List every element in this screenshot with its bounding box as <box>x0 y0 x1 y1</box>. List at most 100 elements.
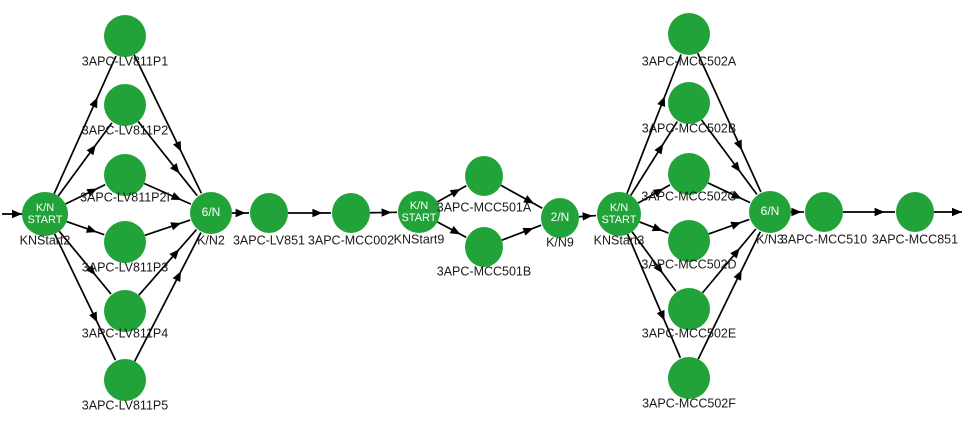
edge-line <box>637 184 671 204</box>
node-caption-mcc502a: 3APC-MCC502A <box>642 54 737 68</box>
edge-line <box>133 54 203 194</box>
node-shape-lv811p4[interactable] <box>104 290 146 332</box>
edge-mcc002-to-knstart9 <box>369 208 398 217</box>
node-lv851[interactable]: 3APC-LV851 <box>233 193 305 247</box>
edge-mcc501b-to-kn9 <box>501 224 542 241</box>
edge-line <box>53 55 117 195</box>
node-mcc510[interactable]: 3APC-MCC510 <box>781 192 867 246</box>
node-shape-lv811p1[interactable] <box>104 15 146 57</box>
edge-arrowhead <box>89 311 98 323</box>
edge-kn9-to-knstart3 <box>578 212 597 221</box>
node-shape-kn3[interactable] <box>749 191 791 233</box>
node-shape-mcc502f[interactable] <box>668 357 710 399</box>
edge-line <box>630 121 678 196</box>
node-mcc851[interactable]: 3APC-MCC851 <box>872 192 958 246</box>
node-shape-lv811p2[interactable] <box>104 84 146 126</box>
node-lv811p2[interactable]: 3APC-LV811P2 <box>82 84 168 137</box>
node-shape-mcc502a[interactable] <box>668 13 710 55</box>
node-caption-mcc502e: 3APC-MCC502E <box>642 326 736 340</box>
edge-arrowhead <box>85 264 96 276</box>
node-shape-kn9[interactable] <box>541 198 579 238</box>
node-shape-mcc002[interactable] <box>332 193 370 233</box>
node-shape-mcc851[interactable] <box>896 192 934 232</box>
edge-arrowhead <box>733 269 742 281</box>
node-shape-lv811p3[interactable] <box>104 221 146 263</box>
node-caption-knstart2: KNStart2 <box>20 233 71 247</box>
edge-line <box>701 228 757 294</box>
node-shape-mcc502b[interactable] <box>668 82 710 124</box>
edge-arrowhead <box>381 208 392 217</box>
node-shape-lv811p5[interactable] <box>104 359 146 401</box>
node-shape-lv811p2i[interactable] <box>104 154 146 196</box>
node-caption-kn3: K/N3 <box>756 232 784 246</box>
node-lv811p1[interactable]: 3APC-LV811P1 <box>82 15 168 68</box>
node-kn9[interactable]: 2/NK/N9 <box>541 198 579 249</box>
edge-arrowhead <box>654 143 664 155</box>
edge-knstart3-to-mcc502f <box>626 233 682 359</box>
node-mcc002[interactable]: 3APC-MCC002 <box>308 193 394 247</box>
edge-lv811p1-to-kn2 <box>133 54 203 194</box>
node-caption-lv851: 3APC-LV851 <box>233 233 305 247</box>
node-mcc502d[interactable]: 3APC-MCC502D <box>641 220 737 271</box>
node-shape-kn2[interactable] <box>190 192 232 234</box>
edge-arrowhead <box>170 163 180 174</box>
edge-line <box>144 219 191 237</box>
edge-arrowhead <box>172 271 182 283</box>
edge-arrowhead <box>874 207 885 217</box>
edge-arrowhead <box>449 225 461 235</box>
node-shape-mcc502e[interactable] <box>668 288 710 330</box>
node-shape-knstart2[interactable] <box>22 192 68 236</box>
edge-line <box>53 233 117 361</box>
node-mcc502b[interactable]: 3APC-MCC502B <box>642 82 736 135</box>
edge-knstart2-to-lv811p1 <box>53 55 117 195</box>
node-shape-knstart9[interactable] <box>398 191 440 233</box>
node-shape-mcc510[interactable] <box>805 192 843 232</box>
edge-knstart2-to-lv811p5 <box>53 233 117 361</box>
edge-arrowhead <box>730 161 741 172</box>
node-caption-mcc501a: 3APC-MCC501A <box>437 200 532 214</box>
node-lv811p2i[interactable]: 3APC-LV811P2I <box>80 154 170 204</box>
node-caption-mcc002: 3APC-MCC002 <box>308 233 394 247</box>
edge-knstart3-to-mcc502e <box>631 231 677 292</box>
edge-arrowhead <box>86 144 96 156</box>
edge-arrowhead <box>86 188 98 197</box>
node-mcc501b[interactable]: 3APC-MCC501B <box>437 227 531 278</box>
node-mcc502c[interactable]: 3APC-MCC502C <box>641 153 737 203</box>
edge-arrowhead <box>170 222 182 231</box>
node-caption-knstart3: KNStart3 <box>594 233 645 247</box>
node-lv811p5[interactable]: 3APC-LV811P5 <box>82 359 168 412</box>
node-kn2[interactable]: 6/NK/N2 <box>190 192 232 247</box>
edge-line <box>66 220 105 236</box>
node-shape-mcc501b[interactable] <box>465 227 503 267</box>
node-shape-lv851[interactable] <box>250 193 288 233</box>
node-mcc502f[interactable]: 3APC-MCC502F <box>642 357 736 410</box>
edge-arrowhead <box>656 309 665 321</box>
edge-mcc510-to-mcc851 <box>843 207 895 217</box>
node-shape-knstart3[interactable] <box>597 192 641 236</box>
edge-lv851-to-mcc002 <box>288 208 331 218</box>
edge-entry-stub <box>2 209 22 219</box>
node-caption-mcc510: 3APC-MCC510 <box>781 232 867 246</box>
node-shape-mcc501a[interactable] <box>465 156 503 196</box>
edge-mcc502f-to-kn3 <box>697 231 762 360</box>
node-mcc502a[interactable]: 3APC-MCC502A <box>642 13 737 68</box>
edge-arrowhead <box>730 221 742 230</box>
node-shape-mcc502d[interactable] <box>668 220 710 262</box>
node-caption-lv811p4: 3APC-LV811P4 <box>82 326 168 340</box>
edge-arrowhead <box>733 139 742 151</box>
edge-arrowhead <box>523 195 535 204</box>
node-mcc502e[interactable]: 3APC-MCC502E <box>642 288 736 340</box>
node-caption-lv811p5: 3APC-LV811P5 <box>82 398 168 412</box>
node-mcc501a[interactable]: 3APC-MCC501A <box>437 156 532 214</box>
edge-line <box>65 183 106 205</box>
node-lv811p3[interactable]: 3APC-LV811P3 <box>82 221 168 274</box>
edge-mcc502b-to-kn3 <box>700 119 758 195</box>
node-lv811p4[interactable]: 3APC-LV811P4 <box>82 290 168 340</box>
node-shape-mcc502c[interactable] <box>668 153 710 195</box>
edge-arrowhead <box>89 97 98 109</box>
node-caption-mcc502c: 3APC-MCC502C <box>641 189 736 203</box>
